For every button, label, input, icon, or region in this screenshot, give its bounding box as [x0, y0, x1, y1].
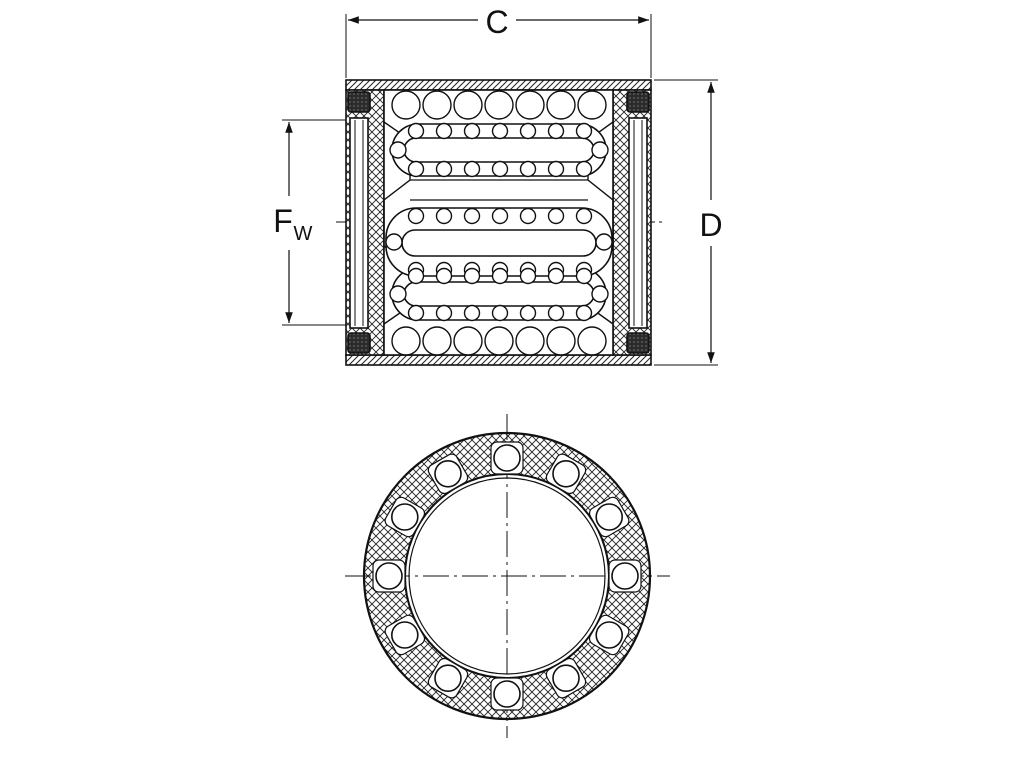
- return-ball: [547, 267, 565, 285]
- return-ball: [407, 267, 425, 285]
- return-ball: [519, 267, 537, 285]
- end-view-ball: [375, 562, 403, 590]
- return-ball: [435, 304, 453, 322]
- load-ball: [484, 90, 514, 120]
- end-view-ball: [611, 562, 639, 590]
- dimension-c: [345, 14, 652, 78]
- end-view-ball: [493, 444, 521, 472]
- load-ball: [453, 90, 483, 120]
- return-ball: [491, 122, 509, 140]
- outer-sleeve-top: [345, 79, 652, 91]
- end-view: [345, 414, 670, 738]
- return-ball: [407, 207, 425, 225]
- load-ball: [577, 90, 607, 120]
- seals: [347, 91, 650, 354]
- return-ball: [435, 207, 453, 225]
- end-view-ball: [552, 664, 580, 693]
- load-ball: [546, 326, 576, 356]
- end-view-ball: [434, 664, 462, 693]
- end-view-ball: [595, 621, 624, 649]
- return-ball: [575, 207, 593, 225]
- return-ball: [407, 304, 425, 322]
- dimension-d: [654, 79, 718, 366]
- load-ball: [391, 90, 421, 120]
- return-ball: [547, 122, 565, 140]
- end-view-ball: [434, 459, 462, 488]
- return-ball: [407, 122, 425, 140]
- return-ball: [575, 304, 593, 322]
- load-ball: [453, 326, 483, 356]
- return-ball: [491, 207, 509, 225]
- return-ball: [435, 267, 453, 285]
- end-bore-right: [628, 117, 648, 329]
- end-view-ball: [390, 503, 419, 531]
- return-ball: [519, 207, 537, 225]
- return-ball: [575, 160, 593, 178]
- label-d: D: [699, 207, 722, 243]
- return-ball: [595, 233, 613, 251]
- return-ball: [463, 207, 481, 225]
- return-ball: [547, 304, 565, 322]
- side-view-balls: [385, 90, 613, 356]
- return-ball: [389, 285, 407, 303]
- return-ball: [591, 141, 609, 159]
- load-ball: [484, 326, 514, 356]
- return-ball: [575, 267, 593, 285]
- return-ball: [435, 122, 453, 140]
- end-view-ball: [493, 680, 521, 708]
- return-ball: [519, 122, 537, 140]
- return-ball: [547, 160, 565, 178]
- return-ball: [491, 160, 509, 178]
- return-ball: [575, 122, 593, 140]
- return-ball: [463, 267, 481, 285]
- return-ball: [463, 122, 481, 140]
- load-ball: [391, 326, 421, 356]
- load-ball: [546, 90, 576, 120]
- load-ball: [422, 326, 452, 356]
- return-ball: [389, 141, 407, 159]
- return-ball: [463, 160, 481, 178]
- return-ball: [591, 285, 609, 303]
- end-view-ball: [595, 503, 624, 531]
- load-ball: [515, 90, 545, 120]
- return-ball: [463, 304, 481, 322]
- return-ball: [435, 160, 453, 178]
- end-view-balls: [372, 441, 642, 711]
- load-ball: [422, 90, 452, 120]
- end-view-ball: [390, 621, 419, 649]
- return-ball: [519, 160, 537, 178]
- return-ball: [407, 160, 425, 178]
- return-ball: [519, 304, 537, 322]
- outer-sleeve-bottom: [345, 354, 652, 366]
- end-view-ball: [552, 459, 580, 488]
- label-fw-main: F: [273, 203, 293, 239]
- return-ball: [385, 233, 403, 251]
- label-fw-sub: W: [294, 223, 313, 245]
- load-ball: [515, 326, 545, 356]
- return-ball: [491, 267, 509, 285]
- load-ball: [577, 326, 607, 356]
- end-bore-left: [349, 117, 369, 329]
- return-ball: [491, 304, 509, 322]
- label-c: C: [485, 4, 508, 40]
- return-ball: [547, 207, 565, 225]
